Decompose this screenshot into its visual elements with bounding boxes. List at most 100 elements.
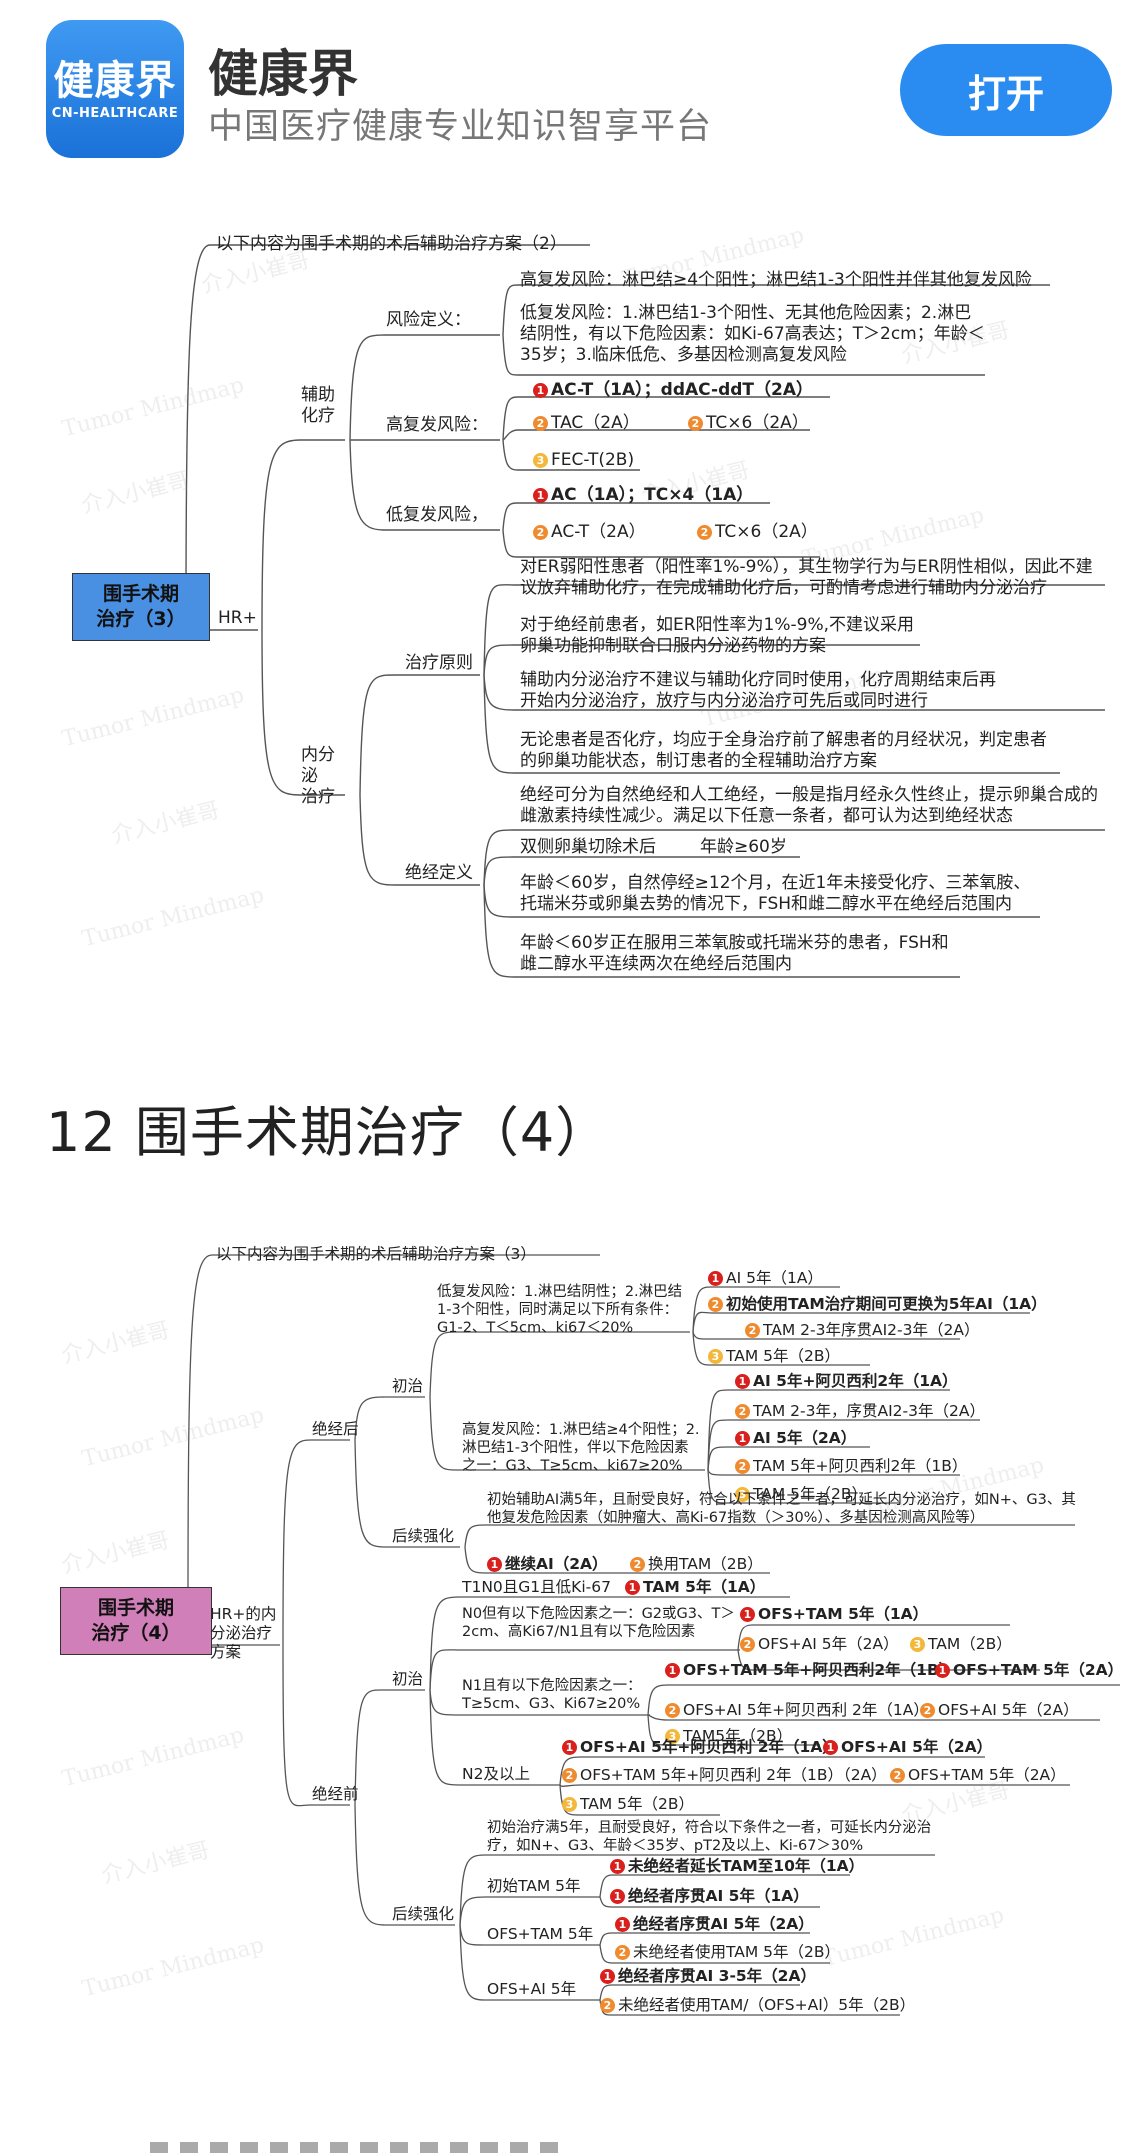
node-low-risk-def: 低复发风险：1.淋巴结1-3个阳性、无其他危险因素；2.淋巴结阴性，有以下危险因… xyxy=(520,303,985,365)
priority-2-icon: 2 xyxy=(533,525,548,540)
priority-1-icon: 1 xyxy=(610,1889,625,1904)
risk-group-n2: N2及以上 xyxy=(462,1765,530,1783)
priority-1-icon: 1 xyxy=(533,383,548,398)
priority-2-icon: 2 xyxy=(708,1297,723,1312)
priority-3-icon: 3 xyxy=(735,1487,750,1502)
mindmap-root: 围手术期治疗（4） xyxy=(60,1587,212,1655)
priority-1-icon: 1 xyxy=(625,1580,640,1595)
priority-1-icon: 1 xyxy=(735,1431,750,1446)
priority-2-icon: 2 xyxy=(920,1703,935,1718)
menopause-item: 年龄＜60岁，自然停经≥12个月，在近1年未接受化疗、三苯氧胺、托瑞米芬或卵巢去… xyxy=(520,873,1031,914)
priority-1-icon: 1 xyxy=(935,1663,950,1678)
priority-2-icon: 2 xyxy=(688,416,703,431)
priority-1-icon: 1 xyxy=(562,1740,577,1755)
app-slogan: 中国医疗健康专业知识智享平台 xyxy=(208,107,713,147)
prior-regimen: OFS+TAM 5年 xyxy=(487,1925,594,1943)
principle-item: 无论患者是否化疗，均应于全身治疗前了解患者的月经状况，判定患者的卵巢功能状态，制… xyxy=(520,730,1047,771)
menopause-item: 双侧卵巢切除术后 xyxy=(520,837,656,857)
mindmap-root: 围手术期治疗（3） xyxy=(72,573,210,641)
priority-2-icon: 2 xyxy=(600,1998,615,2013)
priority-2-icon: 2 xyxy=(533,416,548,431)
mindmap-connectors xyxy=(187,1254,1120,2016)
node-high-risk: 高复发风险： xyxy=(386,415,488,435)
node-risk-definition: 风险定义： xyxy=(386,310,471,330)
principle-item: 辅助内分泌治疗不建议与辅助化疗同时使用，化疗周期结束后再开始内分泌治疗，放疗与内… xyxy=(520,670,996,711)
prior-regimen: OFS+AI 5年 xyxy=(487,1980,577,1998)
priority-1-icon: 1 xyxy=(600,1969,615,1984)
priority-3-icon: 3 xyxy=(665,1729,680,1744)
priority-3-icon: 3 xyxy=(533,453,548,468)
risk-group-n1: N1且有以下危险因素之一：T≥5cm、G3、Ki67≥20% xyxy=(462,1678,642,1712)
priority-1-icon: 1 xyxy=(615,1917,630,1932)
node-initial-treatment: 初治 xyxy=(392,1670,424,1688)
node-initial-treatment: 初治 xyxy=(392,1377,424,1395)
risk-group-t1n0: T1N0且G1且低Ki-67 xyxy=(462,1578,611,1596)
priority-2-icon: 2 xyxy=(562,1768,577,1783)
principle-item: 对于绝经前患者，如ER阳性率为1%-9%,不建议采用卵巢功能抑制联合口服内分泌药… xyxy=(520,615,915,656)
priority-3-icon: 3 xyxy=(562,1797,577,1812)
mindmap-image-4[interactable]: 介入小崔哥 Tumor Mindmap 介入小崔哥 Tumor Mindmap … xyxy=(0,1225,1143,2045)
priority-2-icon: 2 xyxy=(745,1323,760,1338)
app-logo[interactable]: 健康界 CN-HEALTHCARE xyxy=(46,20,184,158)
open-app-button[interactable]: 打开 xyxy=(900,44,1112,136)
priority-1-icon: 1 xyxy=(740,1607,755,1622)
priority-2-icon: 2 xyxy=(735,1404,750,1419)
logo-text: 健康界 xyxy=(53,57,177,104)
mindmap-image-3[interactable]: 介入小崔哥 Tumor Mindmap Tumor Mindmap 介入小崔哥 … xyxy=(0,223,1143,995)
branch-hr: HR+ xyxy=(218,608,257,628)
branch-endocrine: 内分泌治疗 xyxy=(301,745,335,807)
node-menopause-definition: 绝经定义 xyxy=(405,863,473,883)
mindmap-note: 以下内容为围手术期的术后辅助治疗方案（3） xyxy=(216,1245,536,1263)
app-banner: 健康界 CN-HEALTHCARE 健康界 中国医疗健康专业知识智享平台 打开 xyxy=(0,0,1143,180)
extended-criteria: 初始辅助AI满5年，且耐受良好，符合以下条件之一者，可延长内分泌治疗，如N+、G… xyxy=(487,1492,1076,1526)
priority-3-icon: 3 xyxy=(708,1349,723,1364)
priority-2-icon: 2 xyxy=(735,1459,750,1474)
priority-1-icon: 1 xyxy=(610,1859,625,1874)
priority-1-icon: 1 xyxy=(487,1557,502,1572)
branch-adjuvant-chemo: 辅助化疗 xyxy=(301,385,335,426)
next-section-peek xyxy=(150,2128,570,2153)
prior-regimen: 初始TAM 5年 xyxy=(487,1877,581,1895)
node-postmenopausal: 绝经后 xyxy=(312,1420,359,1438)
branch-hr-endocrine: HR+的内分泌治疗方案 xyxy=(210,1605,277,1661)
priority-2-icon: 2 xyxy=(697,525,712,540)
extended-criteria: 初始治疗满5年，且耐受良好，符合以下条件之一者，可延长内分泌治疗，如N+、G3、… xyxy=(487,1820,932,1854)
priority-1-icon: 1 xyxy=(708,1271,723,1286)
priority-2-icon: 2 xyxy=(665,1703,680,1718)
menopause-item: 年龄≥60岁 xyxy=(700,837,787,857)
priority-3-icon: 3 xyxy=(910,1637,925,1652)
priority-1-icon: 1 xyxy=(823,1740,838,1755)
mindmap-connectors xyxy=(185,244,1105,978)
